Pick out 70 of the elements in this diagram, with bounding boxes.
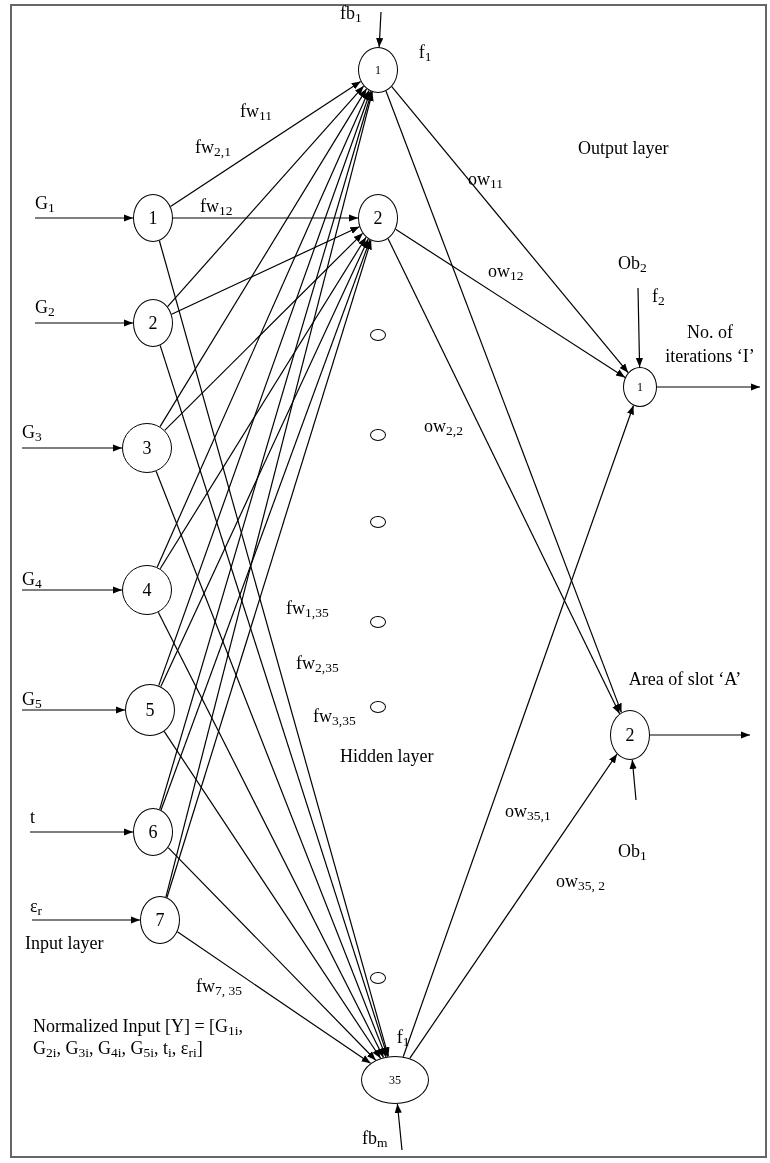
edge-label: fb$_{1}$ (340, 2, 362, 24)
weight-label: fw$_{11}$ (240, 100, 272, 122)
arrow (166, 239, 372, 899)
layer-label: Output layer (578, 137, 670, 159)
edge-label: Ob$_{1}$ (618, 840, 647, 862)
arrow (171, 226, 360, 315)
arrow (34, 214, 134, 222)
arrow (158, 90, 372, 687)
arrow (649, 731, 751, 739)
arrow (409, 753, 618, 1059)
weight-label: ow$_{12}$ (488, 260, 524, 282)
layer-label: Normalized Input [Y] = [G$_{1i}$, G$_{2i}$, G$_{3i}$, G$_{4i}$, G$_{5i}$, t$_{i}$, ε$_{ri}$] (33, 1015, 245, 1059)
arrow (387, 238, 621, 715)
arrow (34, 319, 134, 327)
arrow (402, 404, 635, 1058)
arrow (176, 931, 372, 1064)
node-caption: f$_{1}$ (395, 1026, 411, 1049)
arrow (29, 828, 134, 836)
edge-label: t (30, 806, 35, 828)
arrow (635, 287, 643, 368)
weight-label: fw$_{12}$ (200, 195, 233, 217)
arrow (167, 847, 377, 1061)
arrow (21, 706, 126, 714)
arrow (395, 228, 626, 378)
weight-label: fw$_{7, 35}$ (196, 975, 242, 997)
weight-label: Input layer (25, 932, 104, 954)
arrow (164, 232, 364, 431)
arrow (169, 80, 362, 208)
weight-label: fw$_{2,35}$ (296, 652, 339, 674)
weight-label: fw$_{2,1}$ (195, 136, 231, 158)
arrow (163, 730, 382, 1059)
neuron-circle: 4 (122, 565, 172, 615)
arrow (629, 759, 637, 801)
arrow (160, 238, 369, 688)
edge-label: G$_{1}$ (35, 192, 55, 214)
edge-label: G$_{5}$ (22, 688, 42, 710)
edge-label: fb$_{m}$ (362, 1127, 388, 1149)
arrow (394, 1103, 403, 1151)
arrow (157, 611, 385, 1058)
edge-label: Ob$_{2}$ (618, 252, 647, 274)
edge-label: G$_{3}$ (22, 421, 42, 443)
edge-label: ε$_{r}$ (30, 895, 43, 917)
arrow (155, 470, 387, 1058)
edge-label: G$_{4}$ (22, 568, 42, 590)
arrow (159, 236, 367, 570)
arrow (656, 383, 761, 391)
weight-label: ow$_{2,2}$ (424, 415, 463, 437)
weight-label: fw$_{1,35}$ (286, 597, 329, 619)
arrow (31, 916, 141, 924)
arrow (21, 444, 123, 452)
weight-label: fw$_{3,35}$ (313, 705, 356, 727)
arrow (172, 214, 359, 222)
arrow (159, 88, 368, 428)
arrow (376, 11, 384, 48)
arrow (385, 90, 623, 713)
arrow (167, 85, 365, 308)
edge-label: G$_{2}$ (35, 296, 55, 318)
arrow (156, 89, 370, 568)
arrow (391, 86, 629, 374)
weight-label: f$_{2}$ (652, 285, 665, 307)
node-caption: f$_{1}$ (417, 41, 433, 64)
node-caption: No. of iterations ‘I’ (664, 321, 756, 368)
weight-label: ow$_{35, 2}$ (556, 870, 605, 892)
arrow (21, 586, 123, 594)
weight-label: ow$_{35,1}$ (505, 800, 551, 822)
weight-label: ow$_{11}$ (468, 168, 503, 190)
layer-label: Hidden layer (340, 745, 435, 767)
neuron-circle: 3 (122, 423, 172, 473)
node-caption: Area of slot ‘A’ (627, 668, 743, 691)
arrow (160, 239, 371, 811)
